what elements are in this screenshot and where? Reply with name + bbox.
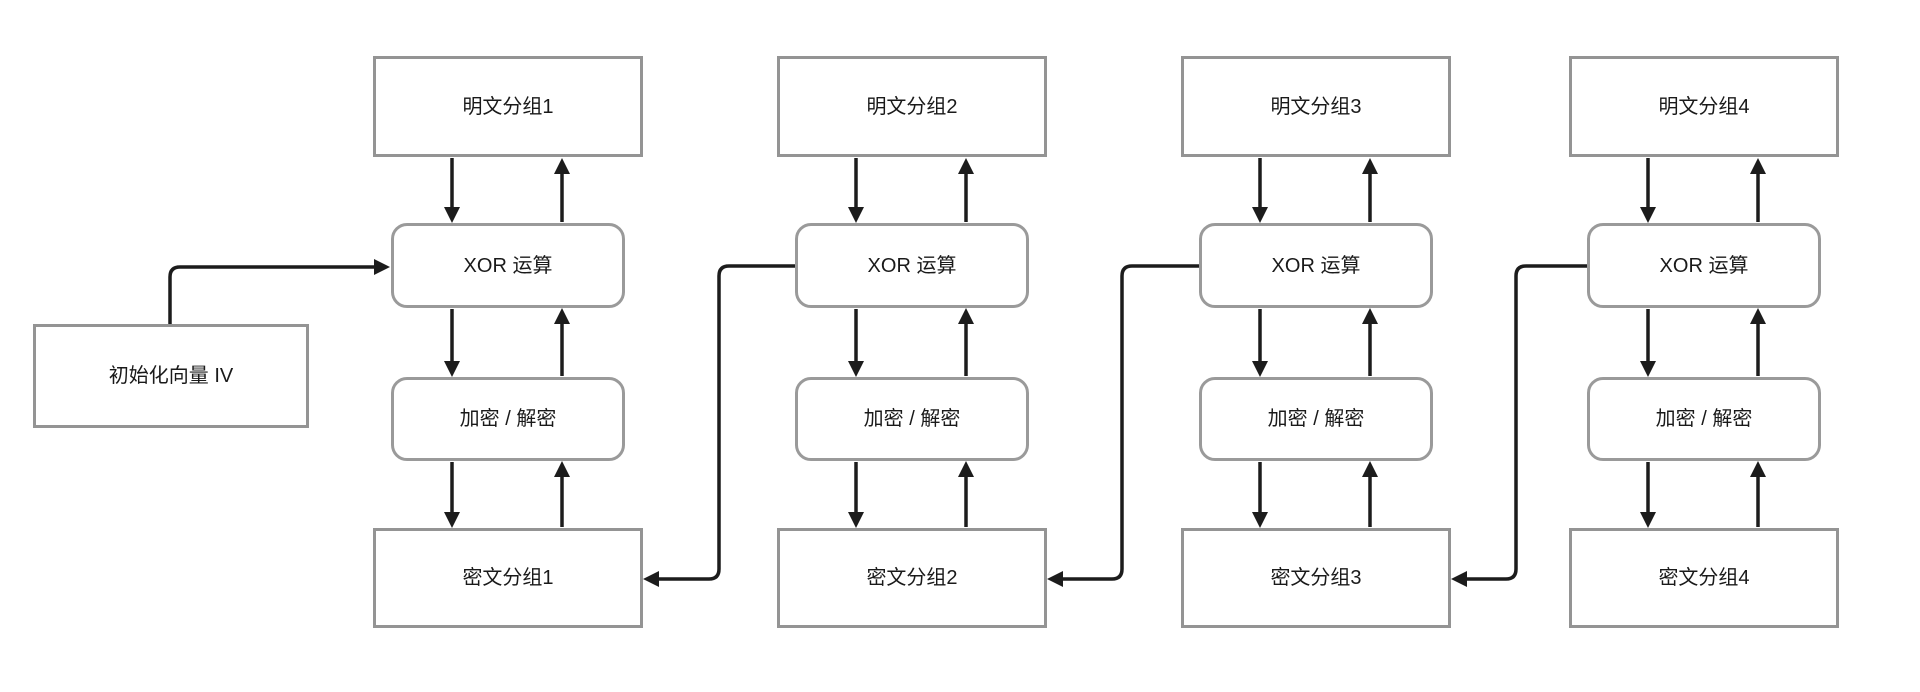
xor-node-2: XOR 运算 [795,223,1029,308]
arrow-xor3-to-ciphertext2-chain [1047,264,1200,587]
ciphertext-block-4: 密文分组4 [1569,528,1839,628]
arrow-iv-to-xor1 [168,259,390,324]
encrypt-decrypt-node-2: 加密 / 解密 [795,377,1029,461]
xor-node-4: XOR 运算 [1587,223,1821,308]
encrypt-decrypt-node-3: 加密 / 解密 [1199,377,1433,461]
ciphertext-block-1: 密文分组1 [373,528,643,628]
plaintext-block-3: 明文分组3 [1181,56,1451,157]
ciphertext-block-3: 密文分组3 [1181,528,1451,628]
ciphertext-block-2: 密文分组2 [777,528,1047,628]
encrypt-decrypt-node-1: 加密 / 解密 [391,377,625,461]
plaintext-block-1: 明文分组1 [373,56,643,157]
xor-node-3: XOR 运算 [1199,223,1433,308]
plaintext-block-2: 明文分组2 [777,56,1047,157]
arrow-xor4-to-ciphertext3-chain [1451,264,1588,587]
arrow-xor2-to-ciphertext1-chain [643,264,796,587]
encrypt-decrypt-node-4: 加密 / 解密 [1587,377,1821,461]
iv-box: 初始化向量 IV [33,324,309,428]
plaintext-block-4: 明文分组4 [1569,56,1839,157]
xor-node-1: XOR 运算 [391,223,625,308]
